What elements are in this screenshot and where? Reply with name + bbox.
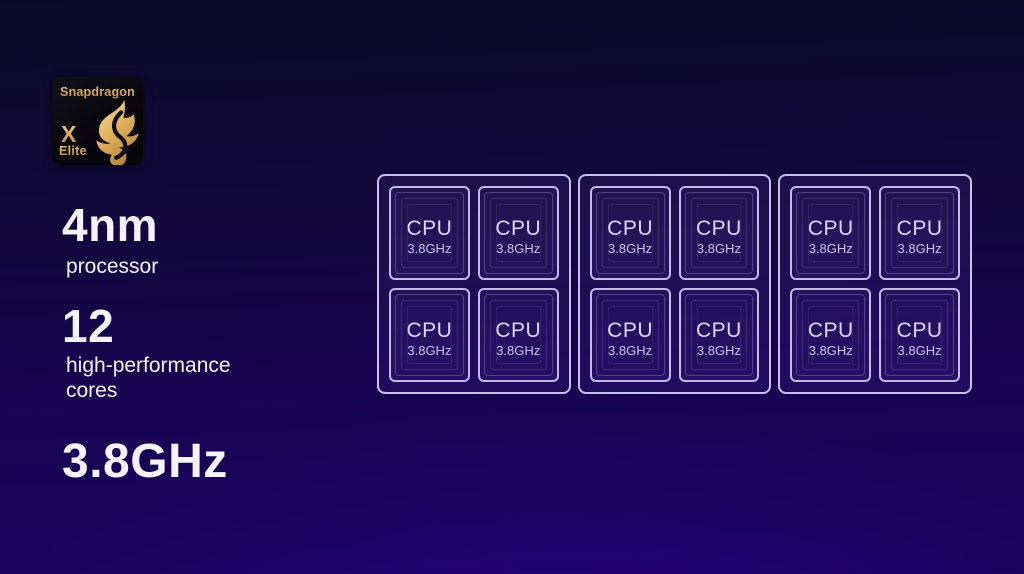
core-name: CPU [696, 318, 742, 342]
core-name: CPU [406, 318, 453, 342]
core-name: CPU [607, 216, 653, 240]
core-frequency: 3.8GHz [407, 240, 452, 256]
core-frequency: 3.8GHz [496, 342, 541, 358]
core-frequency: 3.8GHz [696, 342, 741, 358]
spec-core-count-label: high-performance cores [66, 354, 231, 403]
core-name: CPU [495, 216, 542, 240]
logo-series-text: X [61, 121, 77, 147]
core-name: CPU [896, 216, 943, 240]
core-frequency: 3.8GHz [808, 240, 853, 256]
core-frequency: 3.8GHz [496, 240, 541, 256]
core-frequency: 3.8GHz [696, 240, 741, 256]
spec-process-label: processor [66, 255, 159, 278]
snapdragon-logo-badge: Snapdragon X Elite [52, 77, 143, 165]
core-frequency: 3.8GHz [608, 342, 653, 358]
core-frequency: 3.8GHz [897, 240, 942, 256]
core-name: CPU [495, 318, 542, 342]
core-frequency: 3.8GHz [897, 342, 942, 358]
spec-core-count-value: 12 [62, 300, 115, 353]
logo-brand-text: Snapdragon [52, 85, 143, 99]
core-name: CPU [607, 318, 653, 342]
core-name: CPU [807, 216, 854, 240]
core-frequency: 3.8GHz [407, 342, 452, 358]
logo-tier-text: Elite [59, 144, 87, 158]
core-name: CPU [807, 318, 854, 342]
snapdragon-flame-icon [96, 99, 139, 165]
core-name: CPU [896, 318, 943, 342]
core-frequency: 3.8GHz [608, 240, 653, 256]
core-name: CPU [696, 216, 742, 240]
spec-process-value: 4nm [62, 199, 159, 251]
spec-clock-value: 3.8GHz [62, 434, 228, 488]
core-name: CPU [406, 216, 453, 240]
core-frequency: 3.8GHz [808, 342, 853, 358]
spec-column: 4nm processor 12 high-performance cores … [62, 202, 302, 486]
